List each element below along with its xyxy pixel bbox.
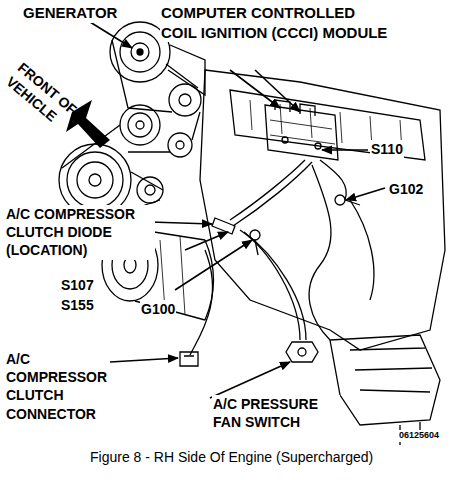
drive-belt bbox=[62, 40, 200, 210]
callout-label: COMPUTER CONTROLLED COIL IGNITION (CCCI)… bbox=[160, 3, 392, 42]
callout-label: S155 bbox=[60, 296, 95, 314]
callout-label: A/C PRESSURE FAN SWITCH bbox=[212, 395, 340, 431]
ground-terminals bbox=[250, 195, 360, 255]
callout-label: FRONT OF VEHICLE bbox=[2, 58, 96, 145]
callout-label: S107 bbox=[60, 276, 95, 294]
callout-label: S110 bbox=[370, 140, 404, 158]
wiring-harness bbox=[190, 160, 374, 355]
exhaust-manifold bbox=[330, 335, 440, 425]
callout-label: A/C COMPRESSOR CLUTCH DIODE (LOCATION) bbox=[5, 205, 155, 260]
valve-cover bbox=[230, 90, 425, 160]
callout-label: A/C COMPRESSOR CLUTCH CONNECTOR bbox=[5, 350, 109, 423]
figure-number: 06125604 bbox=[398, 430, 440, 442]
callout-label: GENERATOR bbox=[22, 3, 118, 23]
diode bbox=[212, 218, 235, 234]
pressure-fan-switch bbox=[286, 342, 318, 362]
callout-label: G100 bbox=[140, 300, 176, 318]
figure-caption: Figure 8 - RH Side Of Engine (Supercharg… bbox=[90, 449, 373, 465]
engine-block bbox=[200, 70, 445, 350]
ccci-module bbox=[265, 100, 338, 160]
callout-label: G102 bbox=[388, 180, 424, 198]
clutch-connector bbox=[180, 352, 198, 366]
